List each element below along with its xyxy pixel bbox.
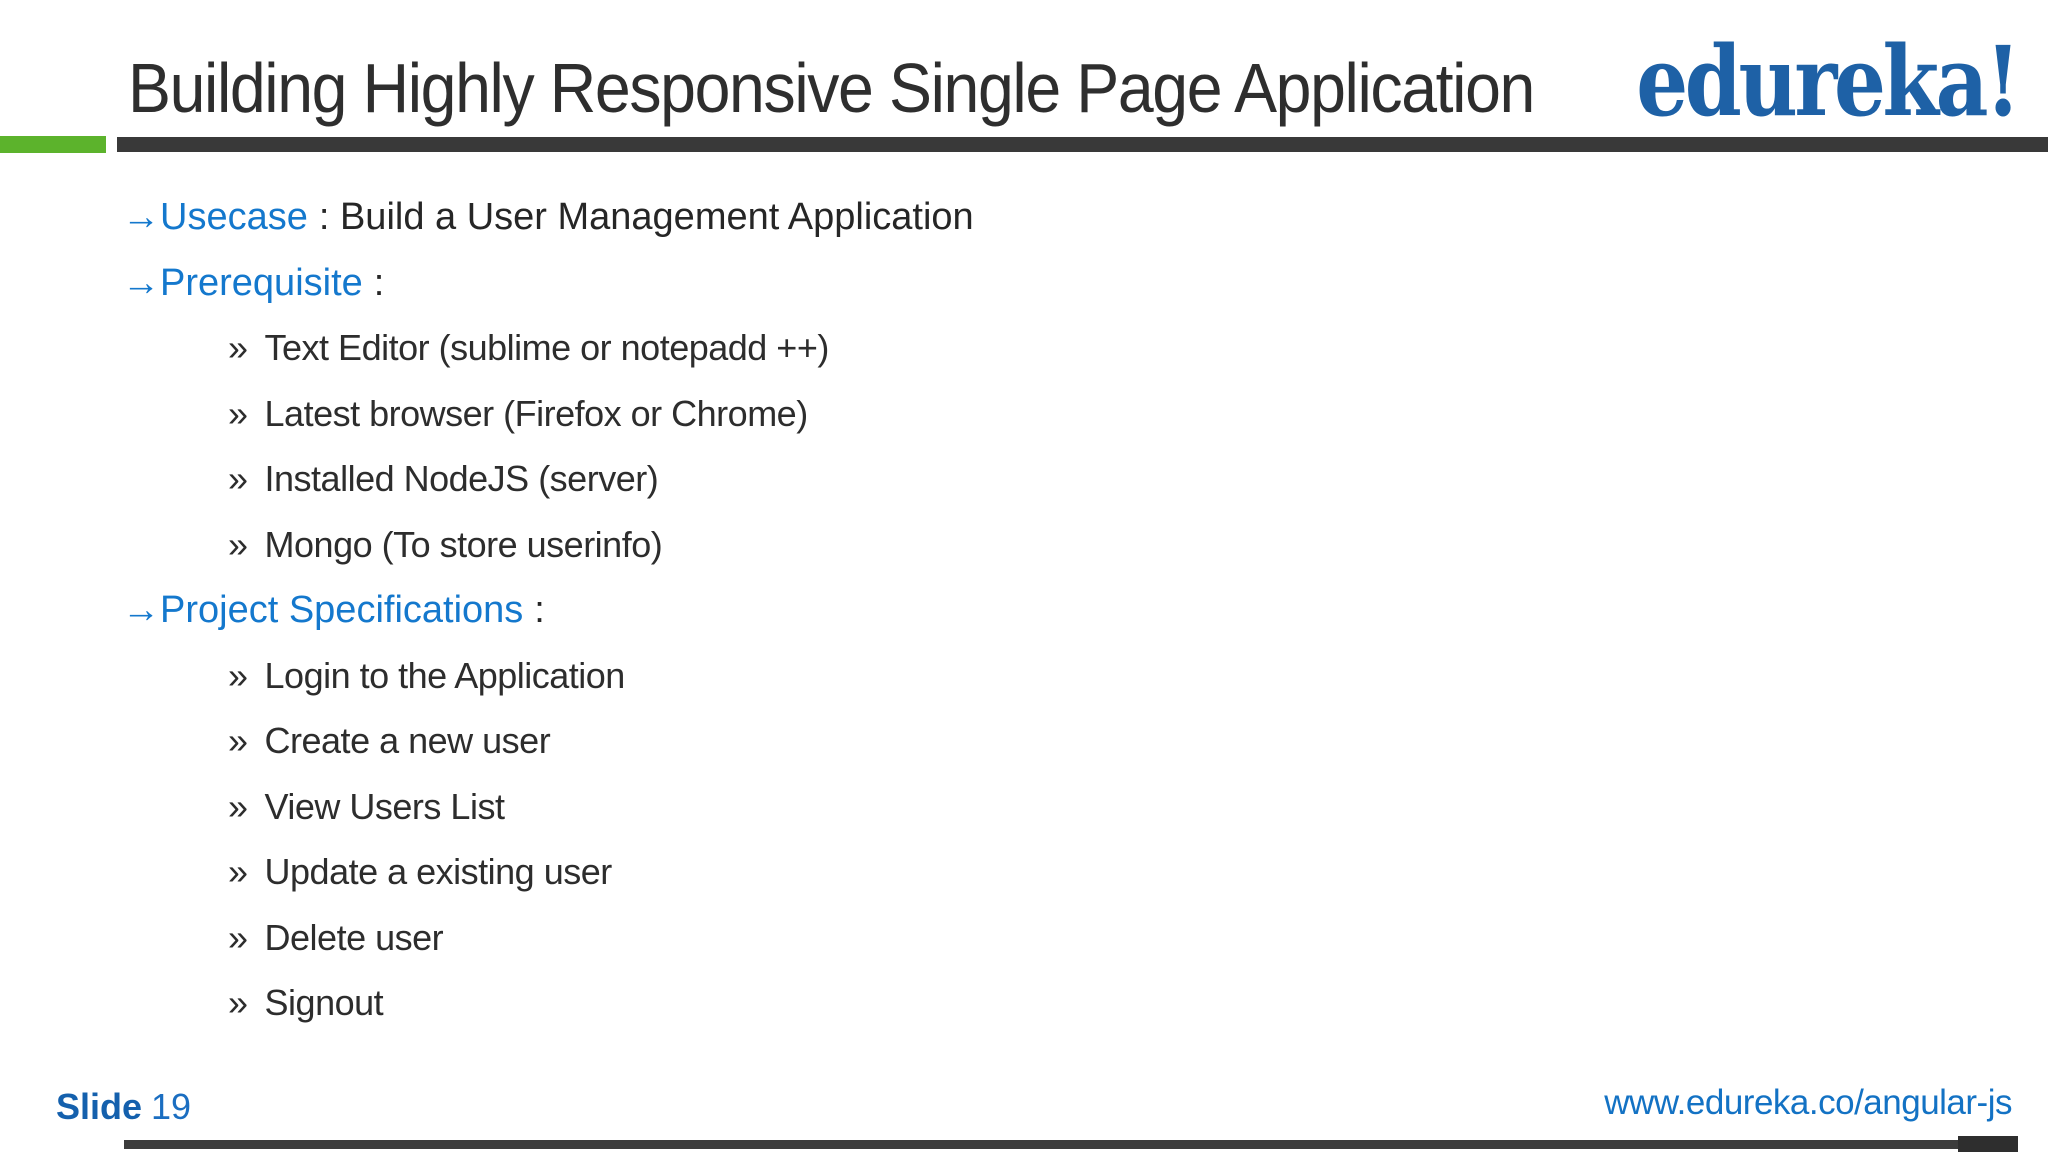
- bullet-text: View Users List: [264, 785, 505, 827]
- double-angle-bullet-icon: »: [228, 916, 248, 958]
- bullet-text: Login to the Application: [264, 654, 626, 696]
- heading-label: Project Specifications: [160, 589, 524, 631]
- bullet-item: » Delete user: [228, 915, 444, 961]
- heading-label: Prerequisite: [160, 261, 363, 304]
- slide-number: 19: [151, 1086, 192, 1127]
- slide-title: Building Highly Responsive Single Page A…: [128, 49, 1535, 127]
- bullet-text: Text Editor (sublime or notepadd ++): [264, 327, 830, 368]
- bullet-item: » Latest browser (Firefox or Chrome): [228, 391, 808, 437]
- right-arrow-icon: →: [122, 589, 160, 631]
- bullet-item: » Create a new user: [228, 718, 551, 764]
- double-angle-bullet-icon: »: [228, 785, 248, 827]
- bullet-text: Create a new user: [264, 720, 551, 761]
- footer-bar-endcap: [1958, 1136, 2018, 1152]
- footer-url: www.edureka.co/angular-js: [1604, 1083, 2012, 1122]
- green-accent-bar: [0, 136, 106, 153]
- bullet-item: » Mongo (To store userinfo): [228, 522, 663, 568]
- slide-word: Slide: [56, 1086, 143, 1127]
- bullet-item: » Signout: [228, 980, 384, 1026]
- double-angle-bullet-icon: »: [228, 654, 248, 696]
- bullet-item: » Update a existing user: [228, 849, 612, 895]
- footer-divider-bar: [124, 1140, 1962, 1149]
- double-angle-bullet-icon: »: [228, 720, 248, 761]
- edureka-logo: edureka!: [1636, 25, 2022, 138]
- double-angle-bullet-icon: »: [228, 851, 248, 892]
- double-angle-bullet-icon: »: [228, 458, 248, 499]
- heading-text: : Build a User Management Application: [318, 196, 974, 238]
- right-arrow-icon: →: [122, 261, 160, 304]
- heading-text: :: [534, 589, 545, 631]
- double-angle-bullet-icon: »: [228, 982, 248, 1023]
- bullet-item: » Installed NodeJS (server): [228, 456, 659, 502]
- section-heading: →Usecase: Build a User Management Applic…: [122, 194, 974, 240]
- bullet-text: Signout: [264, 982, 384, 1023]
- heading-text: :: [373, 261, 385, 304]
- bullet-text: Update a existing user: [264, 851, 613, 892]
- double-angle-bullet-icon: »: [228, 523, 248, 565]
- bullet-text: Installed NodeJS (server): [264, 458, 659, 499]
- bullet-text: Latest browser (Firefox or Chrome): [264, 392, 809, 434]
- section-heading: →Project Specifications:: [122, 587, 545, 633]
- bullet-text: Delete user: [264, 916, 444, 958]
- right-arrow-icon: →: [122, 196, 160, 238]
- section-heading: →Prerequisite:: [122, 260, 384, 306]
- bullet-text: Mongo (To store userinfo): [264, 523, 663, 565]
- header-divider-bar: [117, 137, 2048, 152]
- double-angle-bullet-icon: »: [228, 327, 248, 368]
- double-angle-bullet-icon: »: [228, 392, 248, 434]
- bullet-item: » View Users List: [228, 784, 505, 830]
- bullet-item: » Login to the Application: [228, 653, 625, 699]
- heading-label: Usecase: [160, 196, 308, 238]
- bullet-item: » Text Editor (sublime or notepadd ++): [228, 325, 829, 371]
